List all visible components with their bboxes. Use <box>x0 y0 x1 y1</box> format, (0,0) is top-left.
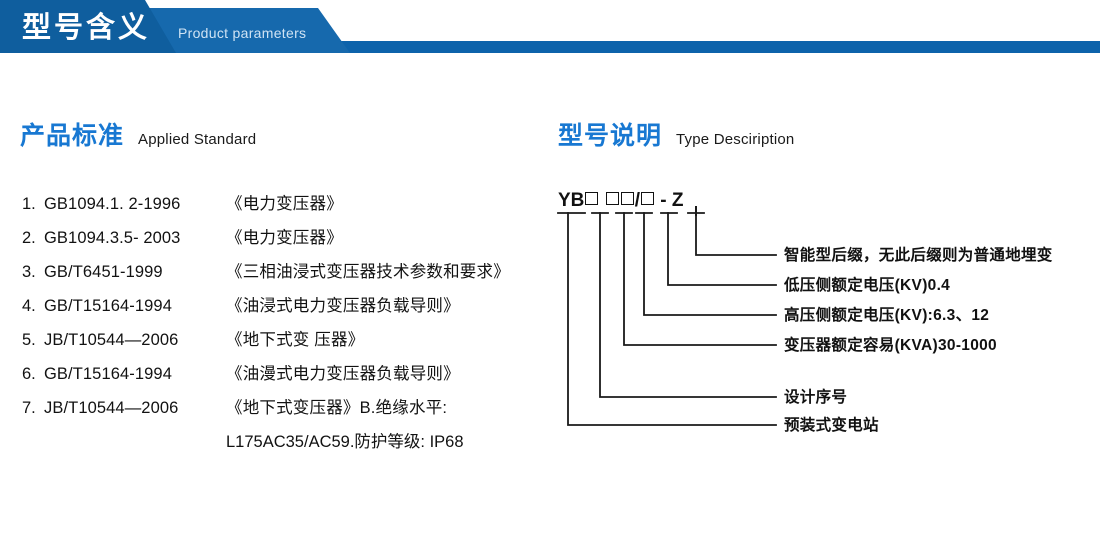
item-code: GB/T15164-1994 <box>44 365 172 383</box>
page-header-banner: 型号含义 Product parameters <box>0 0 1100 58</box>
code-box-icon <box>605 192 619 205</box>
list-item: 1. GB1094.1. 2-1996 《电力变压器》 <box>22 190 552 224</box>
item-code: GB/T15164-1994 <box>44 297 172 315</box>
code-box-icon <box>585 192 599 205</box>
list-item: 2. GB1094.3.5- 2003 《电力变压器》 <box>22 224 552 258</box>
item-code: GB/T6451-1999 <box>44 263 163 281</box>
item-title: 《地下式变 压器》 <box>226 331 365 349</box>
item-number: 7. <box>22 399 36 417</box>
indent-spacer <box>22 428 226 462</box>
item-code: JB/T10544—2006 <box>44 331 179 349</box>
item-code: GB1094.1. 2-1996 <box>44 195 181 213</box>
item-number: 6. <box>22 365 36 383</box>
leader-lines <box>557 206 777 426</box>
model-code-suffix: Z <box>671 190 684 211</box>
item-title: 《油浸式电力变压器负载导则》 <box>226 297 460 315</box>
list-item: 4. GB/T15164-1994 《油浸式电力变压器负载导则》 <box>22 292 552 326</box>
diagram-label: 预装式变电站 <box>784 417 879 434</box>
code-box-icon <box>620 192 634 205</box>
item-number: 1. <box>22 195 36 213</box>
item-title-continued: L175AC35/AC59.防护等级: IP68 <box>226 433 464 451</box>
header-title-en: Product parameters <box>178 25 307 41</box>
item-number: 3. <box>22 263 36 281</box>
item-code: GB1094.3.5- 2003 <box>44 229 181 247</box>
item-title: 《电力变压器》 <box>226 229 343 247</box>
standards-list: 1. GB1094.1. 2-1996 《电力变压器》 2. GB1094.3.… <box>22 190 552 462</box>
item-title: 《地下式变压器》B.绝缘水平: <box>226 399 448 417</box>
diagram-label: 设计序号 <box>784 389 848 406</box>
list-item-continuation: L175AC35/AC59.防护等级: IP68 <box>22 428 552 462</box>
model-code: YB / - Z <box>558 190 683 212</box>
list-item: 5. JB/T10544—2006 《地下式变 压器》 <box>22 326 552 360</box>
item-code: JB/T10544—2006 <box>44 399 179 417</box>
header-accent-shape <box>0 0 176 53</box>
header-title-cn: 型号含义 <box>22 12 151 44</box>
model-code-separator: / <box>634 190 640 211</box>
diagram-label: 变压器额定容易(KVA)30-1000 <box>784 337 997 354</box>
section-heading-cn: 型号说明 <box>558 122 663 150</box>
code-box-icon <box>640 192 654 205</box>
section-heading-applied-standard: 产品标准 Applied Standard <box>20 116 256 152</box>
diagram-label: 智能型后缀，无此后缀则为普通地埋变 <box>784 247 1053 264</box>
item-title: 《电力变压器》 <box>226 195 343 213</box>
diagram-label: 低压侧额定电压(KV)0.4 <box>784 277 951 294</box>
item-number: 5. <box>22 331 36 349</box>
item-title: 《油漫式电力变压器负载导则》 <box>226 365 460 383</box>
item-number: 4. <box>22 297 36 315</box>
diagram-label: 高压侧额定电压(KV):6.3、12 <box>784 307 990 324</box>
model-code-dash: - <box>660 190 667 211</box>
section-heading-en: Applied Standard <box>138 131 257 148</box>
item-title: 《三相油浸式变压器技术参数和要求》 <box>226 263 510 281</box>
list-item: 7. JB/T10544—2006 《地下式变压器》B.绝缘水平: <box>22 394 552 428</box>
section-heading-type-description: 型号说明 Type Desciription <box>558 116 794 152</box>
model-code-prefix: YB <box>558 190 585 211</box>
item-number: 2. <box>22 229 36 247</box>
section-heading-cn: 产品标准 <box>20 122 125 150</box>
list-item: 3. GB/T6451-1999 《三相油浸式变压器技术参数和要求》 <box>22 258 552 292</box>
type-decomposition-diagram: YB / - Z <box>540 185 1100 435</box>
section-heading-en: Type Desciription <box>676 131 795 148</box>
list-item: 6. GB/T15164-1994 《油漫式电力变压器负载导则》 <box>22 360 552 394</box>
